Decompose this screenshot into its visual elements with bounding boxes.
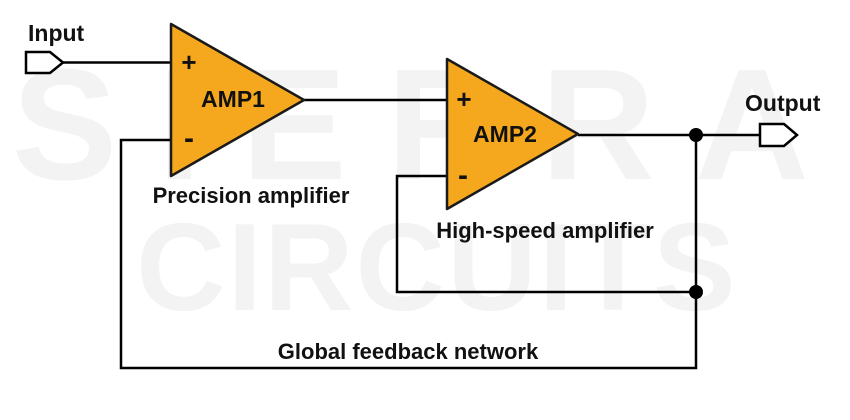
amp2-inverting-input-sign: - <box>458 159 468 192</box>
amp2-noninverting-input-sign: + <box>456 84 471 114</box>
output-junction-dot <box>689 128 703 142</box>
output-port-icon <box>758 122 799 148</box>
amp2-caption: High-speed amplifier <box>436 218 654 243</box>
input-port-icon <box>24 50 65 75</box>
input-label: Input <box>28 20 85 46</box>
amp2-label: AMP2 <box>473 121 537 147</box>
amp1-noninverting-input-sign: + <box>181 47 196 77</box>
amp2-triangle <box>445 57 580 211</box>
output-label: Output <box>745 90 821 116</box>
feedback-junction-dot <box>689 285 703 299</box>
local-feedback-wire <box>395 174 696 294</box>
amp1-inverting-input-sign: - <box>184 122 194 155</box>
amp1-triangle <box>169 22 306 178</box>
watermark-sierra: SIERRA <box>12 37 849 213</box>
global-feedback-wire <box>119 135 698 370</box>
amp1-label: AMP1 <box>201 86 265 112</box>
watermark-circuits: CIRCUITS <box>136 199 738 337</box>
amp1-caption: Precision amplifier <box>153 183 350 208</box>
global-feedback-caption: Global feedback network <box>278 339 539 364</box>
